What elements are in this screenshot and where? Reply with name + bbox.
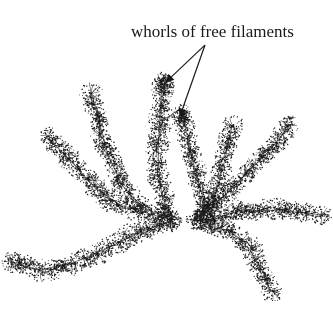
callout-label: whorls of free filaments	[131, 22, 294, 41]
arrow-to-upper-whorl	[166, 45, 205, 82]
branch-far-left-lower	[10, 222, 170, 270]
arrow-to-lower-whorl	[180, 45, 205, 116]
stippled-whorls	[2, 72, 332, 301]
thallus-axes	[10, 84, 322, 290]
callout-arrows	[166, 45, 205, 116]
